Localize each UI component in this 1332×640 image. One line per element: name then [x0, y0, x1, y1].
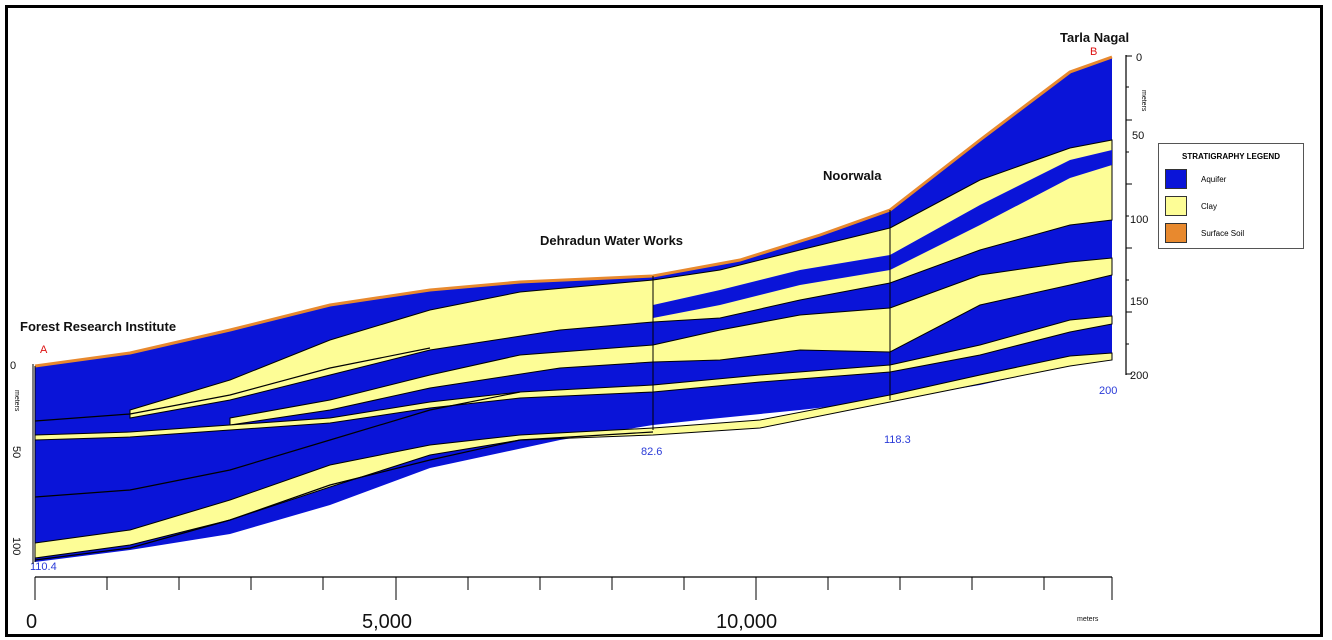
- legend-label-clay: Clay: [1201, 201, 1218, 211]
- left-axis-tick-100: 100: [10, 537, 22, 555]
- depth-label-waterworks: 82.6: [641, 446, 662, 458]
- clay-lens-upper: [129, 139, 1113, 419]
- site-label-tarla: Tarla Nagal: [1060, 30, 1129, 45]
- bottom-axis-tick-0: 0: [26, 611, 37, 633]
- right-axis-tick-0: 0: [1136, 52, 1142, 64]
- right-axis-unit: meters: [1140, 90, 1147, 112]
- legend-item-soil: Surface Soil: [1165, 223, 1244, 243]
- legend-item-clay: Clay: [1165, 196, 1217, 216]
- legend-label-soil: Surface Soil: [1201, 228, 1245, 238]
- aquifer-inner-upper: [653, 150, 1112, 318]
- clay-lens-middle: [229, 257, 1113, 426]
- section-start-letter: A: [40, 344, 48, 356]
- contact-line: [34, 347, 431, 422]
- section-end-letter: B: [1090, 46, 1097, 58]
- stratigraphy-legend: STRATIGRAPHY LEGEND Aquifer Clay Surface…: [1158, 143, 1304, 249]
- contact-line: [34, 431, 654, 561]
- depth-label-noorwala: 118.3: [884, 434, 911, 446]
- clay-lens-deep: [34, 352, 1113, 559]
- legend-label-aquifer: Aquifer: [1201, 174, 1227, 184]
- left-axis-unit: meters: [13, 390, 20, 412]
- bottom-axis-tick-5000: 5,000: [362, 611, 412, 633]
- right-axis-ticks: [1126, 55, 1132, 375]
- clay-swatch: [1165, 196, 1187, 216]
- depth-label-tarla: 200: [1099, 385, 1117, 397]
- site-label-waterworks: Dehradun Water Works: [540, 233, 683, 248]
- depth-label-fri: 110.4: [30, 561, 57, 573]
- right-axis-tick-100: 100: [1130, 214, 1148, 226]
- left-axis-tick-0: 0: [10, 360, 16, 372]
- legend-title: STRATIGRAPHY LEGEND: [1182, 152, 1280, 161]
- aquifer-swatch: [1165, 169, 1187, 189]
- right-axis-tick-200: 200: [1130, 370, 1148, 382]
- soil-swatch: [1165, 223, 1187, 243]
- bottom-axis-ticks: [34, 577, 1113, 600]
- bottom-axis-unit: meters: [1077, 616, 1099, 623]
- clay-lens-lower: [34, 315, 1113, 441]
- site-label-forest: Forest Research Institute: [20, 319, 176, 334]
- legend-item-aquifer: Aquifer: [1165, 169, 1226, 189]
- site-label-noorwala: Noorwala: [823, 168, 882, 183]
- contact-line: [34, 391, 521, 498]
- right-axis-tick-50: 50: [1132, 130, 1144, 142]
- left-axis-tick-50: 50: [10, 446, 22, 458]
- bottom-axis-tick-10000: 10,000: [716, 611, 777, 633]
- right-axis-tick-150: 150: [1130, 296, 1148, 308]
